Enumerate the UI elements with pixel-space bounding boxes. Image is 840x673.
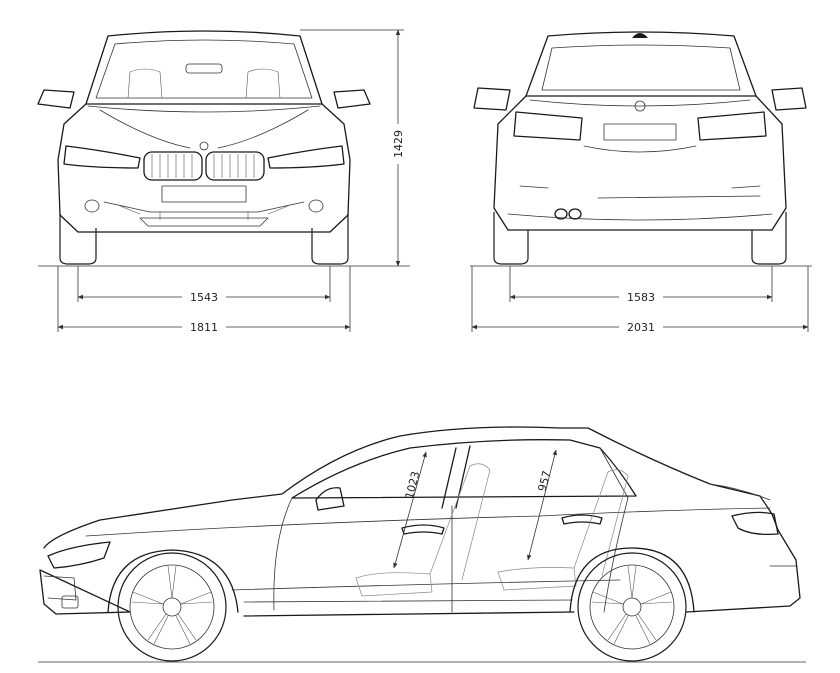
body-width-dimension: 1811 <box>57 266 351 334</box>
front-headroom-dimension: 1023 <box>393 451 427 569</box>
side-view <box>38 426 806 663</box>
front-track-label: 1543 <box>190 291 218 304</box>
mirror-width-dimension: 2031 <box>471 266 809 334</box>
rear-track-dimension: 1583 <box>509 266 773 304</box>
rear-wheel <box>577 552 687 662</box>
front-headroom-label: 1023 <box>403 470 423 500</box>
body-width-label: 1811 <box>190 321 218 334</box>
mirror-width-label: 2031 <box>627 321 655 334</box>
front-view <box>37 30 410 267</box>
height-dimension: 1429 <box>300 29 406 267</box>
rear-headroom-dimension: 957 <box>527 449 557 561</box>
front-wheel <box>117 552 227 662</box>
rear-headroom-label: 957 <box>536 469 554 493</box>
rear-track-label: 1583 <box>627 291 655 304</box>
front-track-dimension: 1543 <box>77 266 331 304</box>
rear-view <box>470 31 812 267</box>
height-label: 1429 <box>392 130 405 158</box>
